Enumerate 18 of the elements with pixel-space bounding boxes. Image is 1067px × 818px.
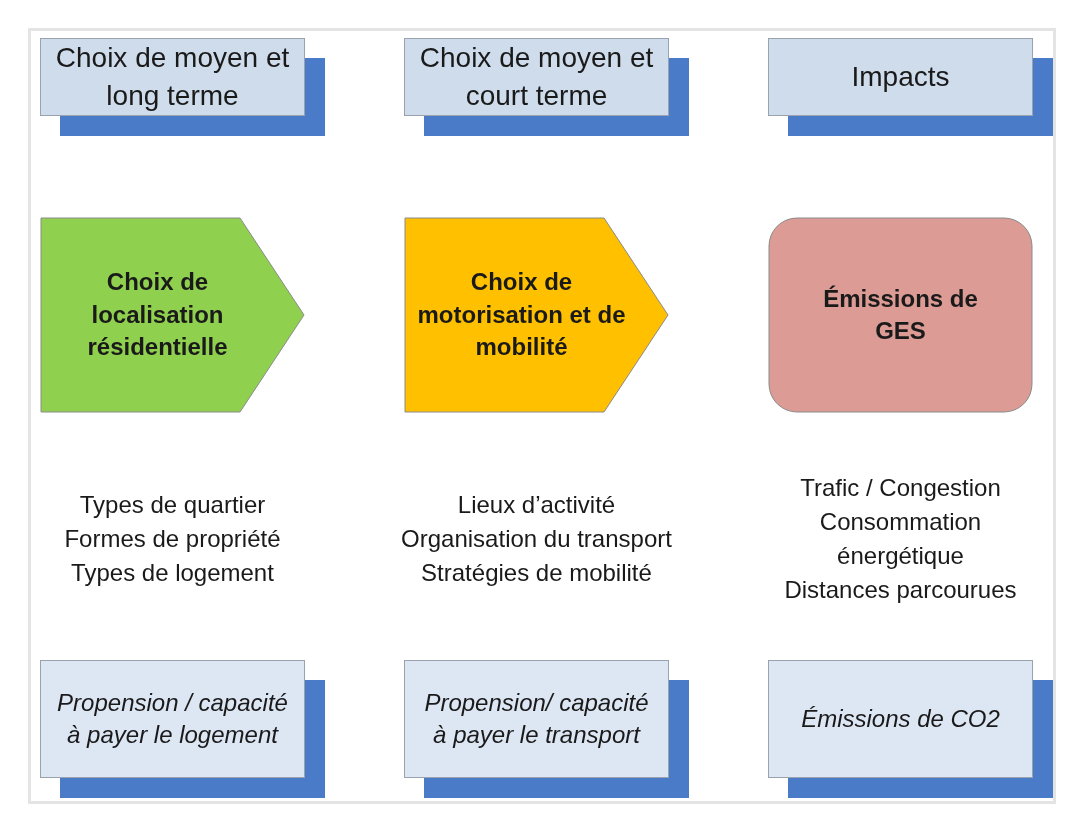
heading-box: Choix de moyen et long terme bbox=[40, 38, 305, 116]
heading-box: Choix de moyen et court terme bbox=[404, 38, 669, 116]
list-item-text: Lieux d’activité bbox=[456, 490, 617, 520]
list-item-text: Types de logement bbox=[70, 558, 275, 588]
rounded-box: Émissions de GES bbox=[768, 217, 1033, 413]
list-item-text: Trafic / Congestion bbox=[799, 473, 1002, 503]
note-box: Propension/ capacité à payer le transport bbox=[404, 660, 669, 778]
note-box: Propension / capacité à payer le logement bbox=[40, 660, 305, 778]
list-item-text: Distances parcourues bbox=[783, 575, 1018, 605]
list-item-text: Consommation énergétique bbox=[818, 507, 983, 571]
list-item-text: Formes de propriété bbox=[63, 524, 282, 554]
list-item-text: Stratégies de mobilité bbox=[420, 558, 653, 588]
heading-box: Impacts bbox=[768, 38, 1033, 116]
arrow-shape: Choix de motorisation et de mobilité bbox=[404, 217, 669, 413]
list-item-text: Organisation du transport bbox=[400, 524, 673, 554]
list-item-text: Types de quartier bbox=[78, 490, 267, 520]
arrow-shape: Choix de localisation résidentielle bbox=[40, 217, 305, 413]
note-box: Émissions de CO2 bbox=[768, 660, 1033, 778]
